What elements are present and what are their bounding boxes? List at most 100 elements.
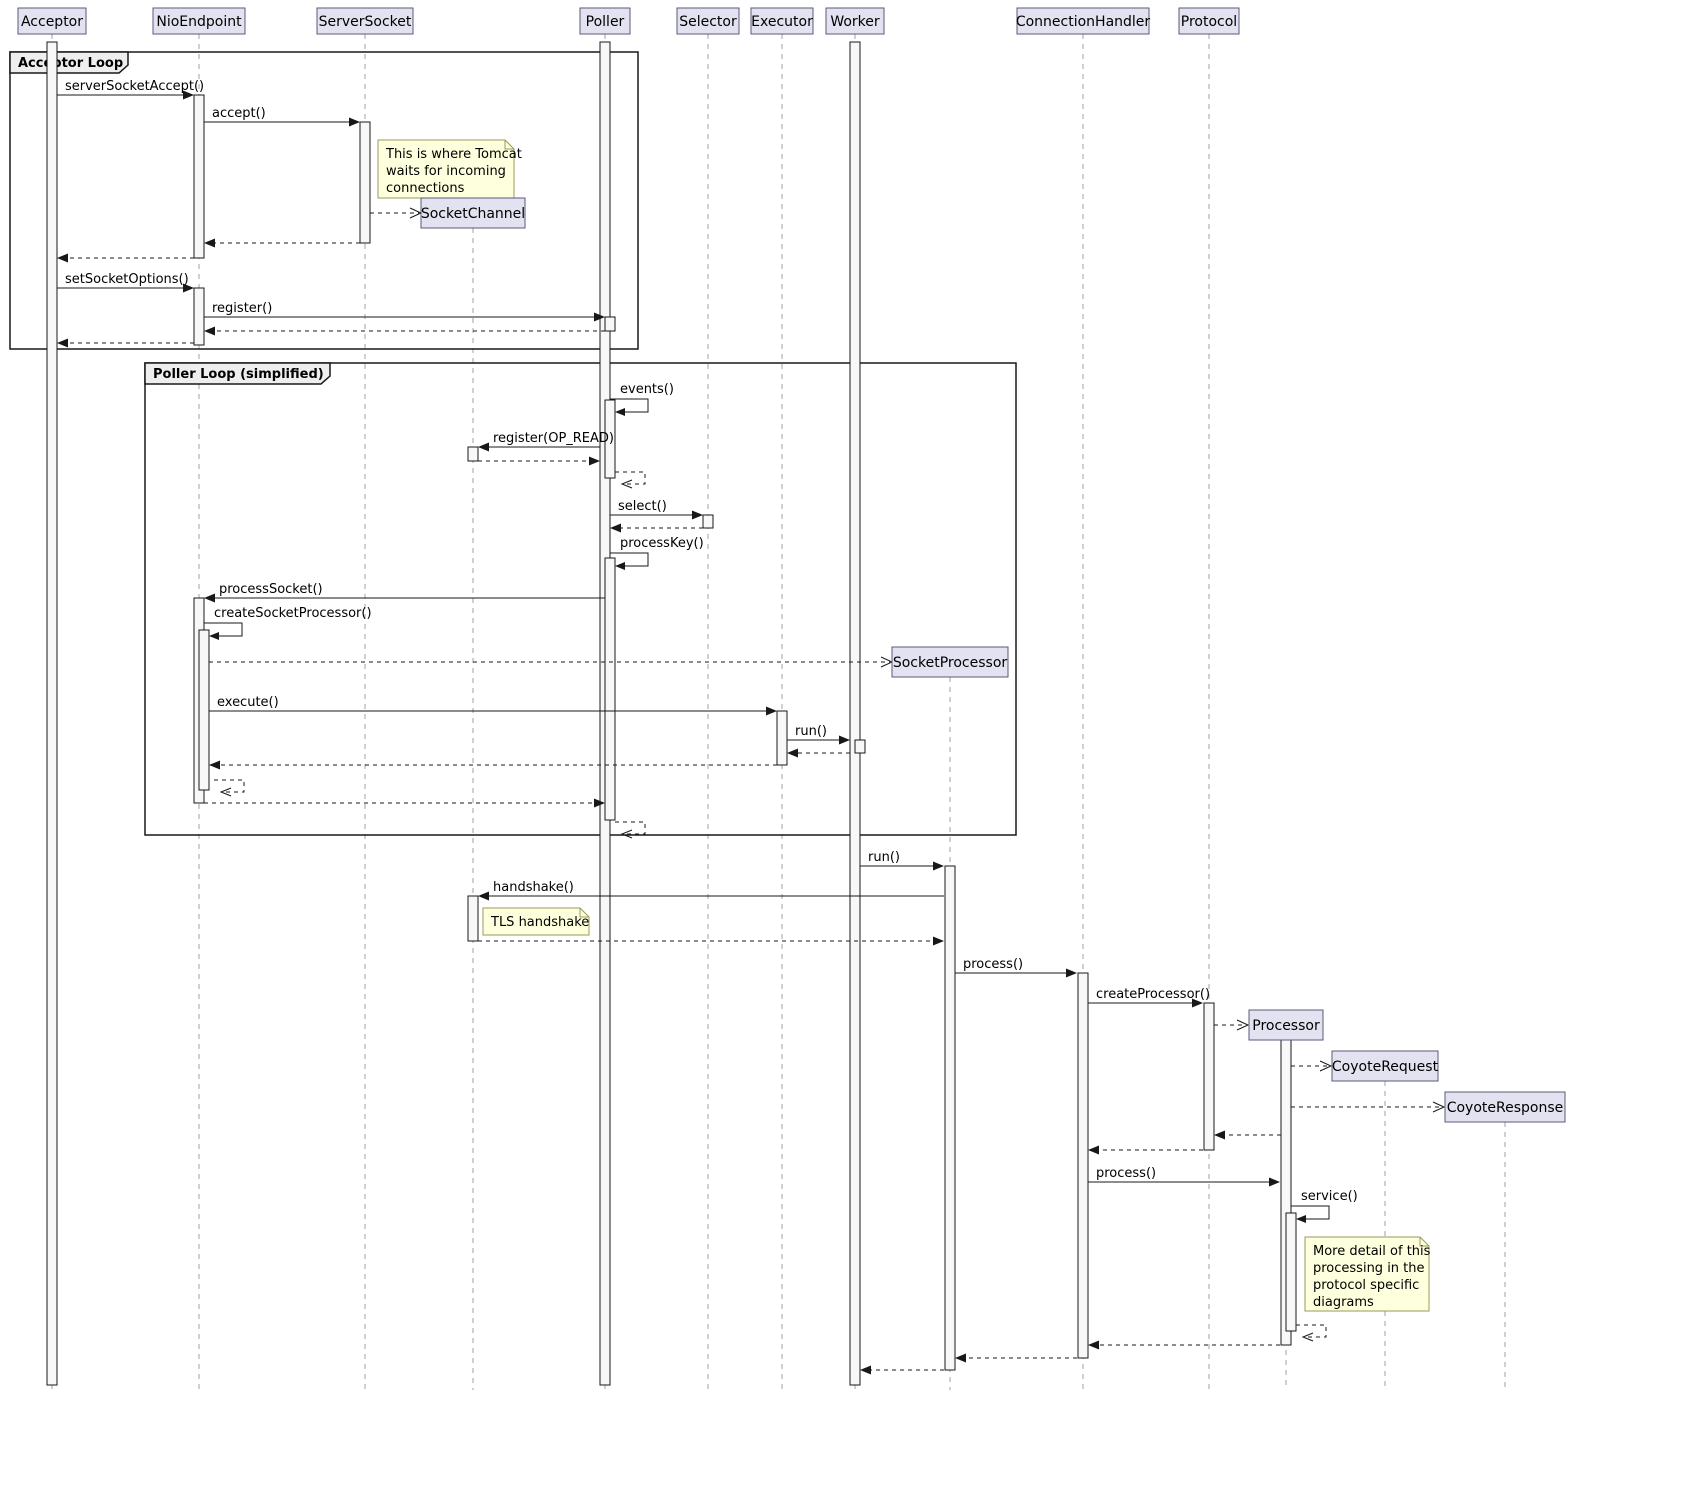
note-protocol-detail-text: More detail of this <box>1313 1244 1431 1259</box>
arrowhead-service-return <box>1301 1332 1314 1342</box>
participant-label-nioendpoint: NioEndpoint <box>156 14 242 30</box>
message-label-execute: execute() <box>217 695 279 710</box>
participant-nioendpoint <box>152 7 246 35</box>
participant-label-acceptor: Acceptor <box>21 14 83 30</box>
arrowhead-createsocketprocessor-return <box>219 787 232 797</box>
arrowhead-processsocket <box>204 593 215 603</box>
activation-bar <box>1285 1212 1297 1332</box>
message-service <box>1291 1205 1330 1220</box>
arrowhead-serversocketaccept-return <box>57 253 68 263</box>
message-label-register: register() <box>212 301 272 316</box>
message-label-process-processor: process() <box>1096 1166 1156 1181</box>
arrowhead-process-processor <box>1269 1177 1280 1187</box>
activation-bar <box>944 865 956 1371</box>
message-label-createprocessor: createProcessor() <box>1096 987 1210 1002</box>
message-label-handshake: handshake() <box>493 880 574 895</box>
activation-bar <box>467 446 479 462</box>
arrowhead-setsocketoptions-return <box>57 338 68 348</box>
participant-poller <box>579 7 631 35</box>
message-service-return <box>1296 1324 1327 1338</box>
participant-connectionhandler <box>1016 7 1150 35</box>
message-label-service: service() <box>1301 1189 1358 1204</box>
activation-bar <box>46 41 58 1386</box>
arrowhead-setsocketoptions <box>183 283 194 293</box>
arrowhead-register-op-read-return <box>589 456 600 466</box>
note-protocol-detail-text: protocol specific <box>1313 1278 1419 1293</box>
activation-bar <box>604 316 616 332</box>
activation-bar <box>604 557 616 821</box>
participant-label-socketchannel: SocketChannel <box>421 206 525 222</box>
frame-poller-loop <box>144 362 1017 836</box>
message-createsocketprocessor <box>204 622 243 637</box>
arrowhead-createprocessor-return <box>1088 1145 1099 1155</box>
message-label-processsocket: processSocket() <box>219 582 323 597</box>
message-label-run-worker: run() <box>795 724 827 739</box>
participant-selector <box>676 7 740 35</box>
arrowhead-run-socketprocessor <box>933 861 944 871</box>
arrowhead-handshake-return <box>933 936 944 946</box>
note-tls <box>482 907 590 936</box>
activation-bar <box>198 629 210 791</box>
note-accept-wait-text: This is where Tomcat <box>385 147 522 162</box>
arrowhead-run-worker <box>839 735 850 745</box>
arrowhead-handshake <box>478 891 489 901</box>
note-protocol-detail <box>1304 1236 1430 1312</box>
note-accept-wait-text: connections <box>386 181 465 196</box>
note-accept-wait-fold-icon <box>504 140 514 150</box>
activation-bar <box>1203 1002 1215 1151</box>
participant-label-processor: Processor <box>1252 1018 1320 1034</box>
activation-bar <box>854 739 866 754</box>
arrowhead-run-socketprocessor-return <box>860 1365 871 1375</box>
arrowhead-serversocketaccept <box>183 90 194 100</box>
arrowhead-createprocessor-return-inner <box>1214 1130 1225 1140</box>
arrowhead-service <box>1296 1215 1306 1223</box>
activation-bar <box>193 287 205 346</box>
frame-acceptor-loop <box>9 51 639 350</box>
participant-label-poller: Poller <box>586 14 625 30</box>
participant-label-coyoterequest: CoyoteRequest <box>1332 1059 1439 1075</box>
arrowhead-createprocessor <box>1192 998 1203 1008</box>
arrowhead-select <box>692 510 703 520</box>
arrowhead-processkey-return <box>620 829 633 839</box>
participant-processor <box>1248 1009 1324 1041</box>
note-protocol-detail-text: diagrams <box>1313 1295 1374 1310</box>
note-protocol-detail-text: processing in the <box>1313 1261 1425 1276</box>
note-accept-wait-text: waits for incoming <box>386 164 506 179</box>
arrowhead-processkey <box>615 562 625 570</box>
frame-tab-acceptor-loop <box>9 51 129 74</box>
participant-label-protocol: Protocol <box>1181 14 1237 30</box>
arrowhead-events-return <box>620 479 633 489</box>
participant-label-selector: Selector <box>679 14 737 30</box>
message-createsocketprocessor-return <box>214 779 245 793</box>
arrowhead-events <box>615 408 625 416</box>
participant-coyoterequest <box>1331 1050 1439 1082</box>
message-label-setsocketoptions: setSocketOptions() <box>65 272 189 287</box>
message-label-processkey: processKey() <box>620 536 704 551</box>
arrowhead-run-worker-return <box>787 748 798 758</box>
message-label-register-op-read: register(OP_READ) <box>493 431 614 446</box>
note-tls-text: TLS handshake <box>490 915 589 930</box>
message-label-serversocketaccept: serverSocketAccept() <box>65 79 204 94</box>
message-events-return <box>615 471 646 485</box>
activation-bar <box>467 895 479 942</box>
arrowhead-process <box>1066 968 1077 978</box>
note-tls-fold-icon <box>579 908 589 918</box>
message-label-createsocketprocessor: createSocketProcessor() <box>214 606 372 621</box>
message-label-select: select() <box>618 499 667 514</box>
arrowhead-execute <box>766 706 777 716</box>
message-label-process: process() <box>963 957 1023 972</box>
arrowhead-register <box>594 312 605 322</box>
participant-executor <box>750 7 814 35</box>
participant-label-coyoteresponse: CoyoteResponse <box>1447 1100 1564 1116</box>
message-label-accept: accept() <box>212 106 266 121</box>
participant-label-worker: Worker <box>830 14 880 30</box>
frame-label-poller-loop: Poller Loop (simplified) <box>153 367 324 382</box>
frame-label-acceptor-loop: Acceptor Loop <box>18 56 123 71</box>
participant-label-executor: Executor <box>751 14 813 30</box>
participant-acceptor <box>17 7 87 35</box>
arrowhead-execute-return <box>209 760 220 770</box>
arrowhead-createsocketprocessor <box>209 632 219 640</box>
participant-label-connectionhandler: ConnectionHandler <box>1016 14 1151 30</box>
